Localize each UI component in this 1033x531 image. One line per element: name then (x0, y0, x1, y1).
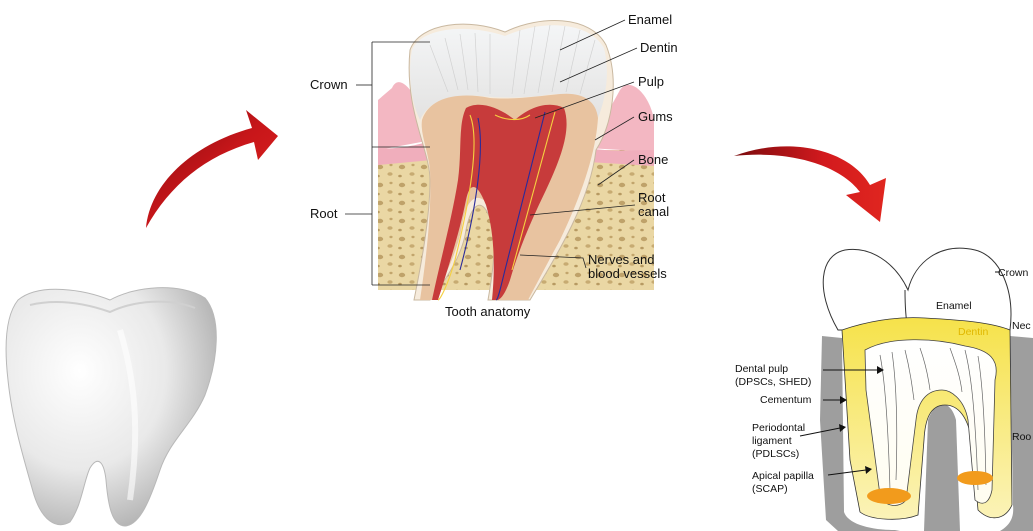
label-root-canal-2: canal (638, 204, 669, 219)
label-dental-pulp-2: (DPSCs, SHED) (735, 376, 811, 388)
label-root: Root (310, 206, 338, 221)
label-pdl-3: (PDLSCs) (752, 448, 799, 460)
label-root-right: Roo (1012, 431, 1031, 443)
label-nerves-2: blood vessels (588, 266, 667, 281)
label-dentin: Dentin (640, 40, 678, 55)
label-enamel: Enamel (628, 12, 672, 27)
label-cementum: Cementum (760, 394, 812, 406)
label-enamel-right: Enamel (936, 300, 972, 312)
label-bone: Bone (638, 152, 668, 167)
arrow-to-anatomy (146, 110, 278, 228)
stem-cell-diagram: Crown Enamel Dentin Nec Roo Dental pulp … (735, 248, 1033, 531)
label-pdl-2: ligament (752, 435, 792, 447)
label-neck: Nec (1012, 320, 1031, 332)
label-dental-pulp-1: Dental pulp (735, 363, 788, 375)
label-pdl-1: Periodontal (752, 422, 805, 434)
tooth-anatomy-diagram: Crown Root Enamel Dentin Pulp Gums Bone … (310, 12, 678, 319)
label-pulp: Pulp (638, 74, 664, 89)
caption-tooth-anatomy: Tooth anatomy (445, 304, 531, 319)
label-gums: Gums (638, 109, 673, 124)
label-crown-right: Crown (998, 267, 1029, 279)
apical-papilla-right (957, 471, 993, 485)
arrow-to-stem-cells (734, 146, 886, 222)
molar-3d-illustration (6, 288, 216, 526)
label-apical-2: (SCAP) (752, 483, 788, 495)
label-dentin-right: Dentin (958, 326, 989, 338)
label-apical-1: Apical papilla (752, 470, 814, 482)
label-crown: Crown (310, 77, 348, 92)
apical-papilla-left (867, 488, 911, 504)
label-nerves-1: Nerves and (588, 252, 654, 267)
label-root-canal-1: Root (638, 190, 666, 205)
